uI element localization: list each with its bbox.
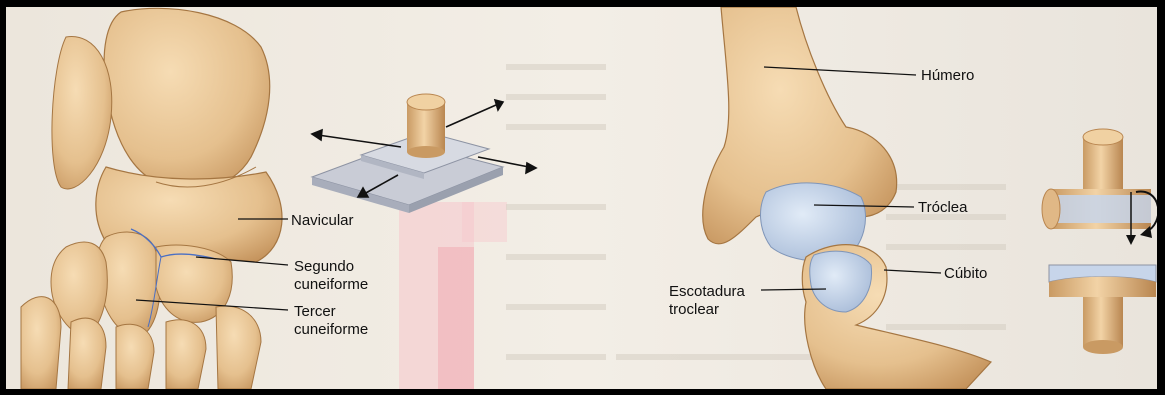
navicular-label: Navicular xyxy=(291,212,354,229)
escotadura-troclear-label-line2: troclear xyxy=(669,301,719,318)
foot-bones-illustration xyxy=(6,7,306,389)
tercer-cuneiforme-label-line2: cuneiforme xyxy=(294,321,368,338)
escotadura-troclear-label-line1: Escotadura xyxy=(669,283,745,300)
troclea-label: Tróclea xyxy=(918,199,967,216)
segundo-cuneiforme-label-line2: cuneiforme xyxy=(294,276,368,293)
humero-label: Húmero xyxy=(921,67,974,84)
segundo-cuneiforme-label-line1: Segundo xyxy=(294,258,354,275)
tercer-cuneiforme-label-line1: Tercer xyxy=(294,303,336,320)
cubito-label: Cúbito xyxy=(944,265,987,282)
textbook-page: Navicular Segundo cuneiforme Tercer cune… xyxy=(6,7,1157,389)
